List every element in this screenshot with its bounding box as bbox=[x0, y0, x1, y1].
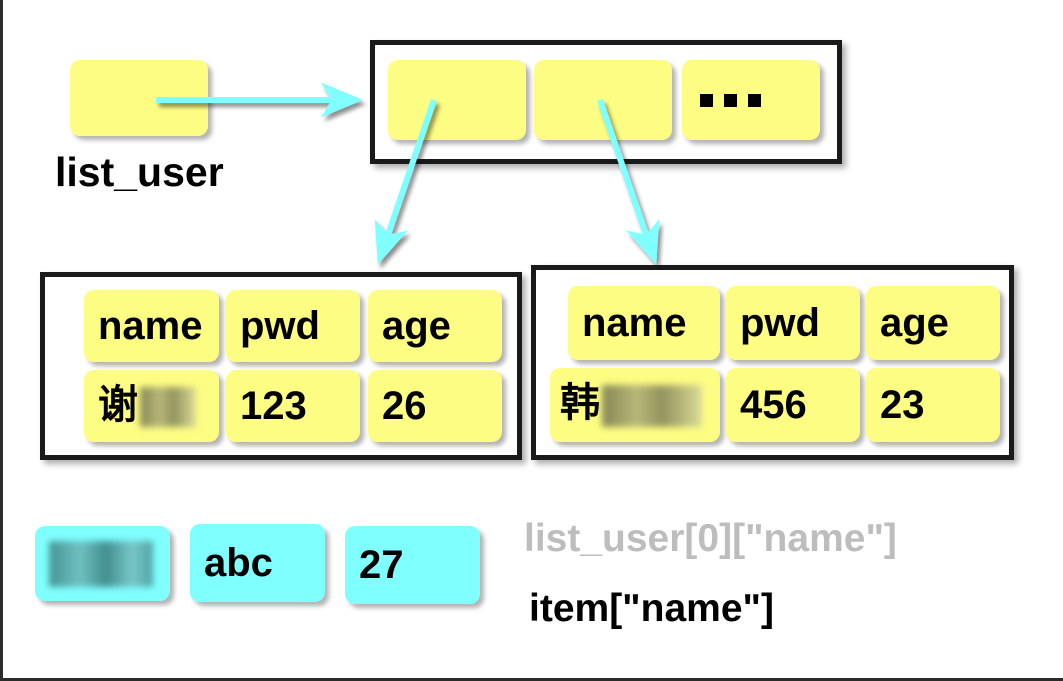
annotation-item-expression: item["name"] bbox=[529, 587, 775, 630]
variable-box-list-user[interactable] bbox=[70, 60, 208, 136]
dict-1-value-name-redacted bbox=[602, 384, 702, 427]
result-cell-pwd[interactable]: abc bbox=[190, 524, 325, 602]
dict-0-value-age: 26 bbox=[368, 370, 502, 442]
dict-0-value-name-redacted bbox=[140, 387, 196, 428]
dict-1-value-age: 23 bbox=[866, 368, 1000, 442]
list-element-0[interactable] bbox=[388, 60, 526, 140]
dict-1-value-name-visible: 韩 bbox=[560, 381, 600, 426]
list-element-ellipsis[interactable] bbox=[682, 60, 820, 140]
dict-0-value-pwd-text: 123 bbox=[240, 384, 307, 428]
result-cell-pwd-text: abc bbox=[204, 541, 273, 585]
result-cell-name[interactable] bbox=[35, 526, 170, 601]
dict-1-header-name: name bbox=[568, 286, 720, 360]
dict-0-header-age-text: age bbox=[382, 304, 451, 348]
dict-0-header-age: age bbox=[368, 290, 502, 362]
left-edge-strip bbox=[0, 0, 3, 681]
dict-0-value-name: 谢 bbox=[84, 370, 219, 442]
dict-1-value-pwd: 456 bbox=[726, 368, 860, 442]
dict-1-header-name-text: name bbox=[582, 301, 687, 345]
dict-0-header-pwd: pwd bbox=[226, 290, 360, 362]
annotation-indexed-expression: list_user[0]["name"] bbox=[524, 517, 897, 560]
dict-0-value-age-text: 26 bbox=[382, 384, 427, 428]
dict-1-header-age-text: age bbox=[880, 301, 949, 345]
dict-1-header-pwd-text: pwd bbox=[740, 301, 820, 345]
dict-1-header-age: age bbox=[866, 286, 1000, 360]
dict-1-value-name-text: 韩 bbox=[550, 381, 720, 427]
dict-0-value-name-visible: 谢 bbox=[98, 382, 138, 427]
bottom-edge-strip bbox=[0, 678, 1063, 681]
result-cell-name-redacted bbox=[49, 540, 153, 587]
result-cell-name-text bbox=[35, 540, 170, 587]
page-title: list_user bbox=[55, 149, 224, 195]
result-cell-age[interactable]: 27 bbox=[345, 526, 480, 604]
dict-0-value-pwd: 123 bbox=[226, 370, 360, 442]
dict-1-value-age-text: 23 bbox=[880, 383, 925, 427]
list-element-1[interactable] bbox=[534, 60, 672, 140]
dict-1-value-pwd-text: 456 bbox=[740, 383, 807, 427]
ellipsis-icon bbox=[700, 93, 761, 107]
dict-0-header-name-text: name bbox=[98, 304, 203, 348]
dict-0-value-name-text: 谢 bbox=[84, 382, 219, 428]
result-cell-age-text: 27 bbox=[359, 543, 404, 587]
dict-0-header-name: name bbox=[84, 290, 219, 362]
dict-1-header-pwd: pwd bbox=[726, 286, 860, 360]
dict-0-header-pwd-text: pwd bbox=[240, 304, 320, 348]
dict-1-value-name: 韩 bbox=[550, 368, 720, 442]
